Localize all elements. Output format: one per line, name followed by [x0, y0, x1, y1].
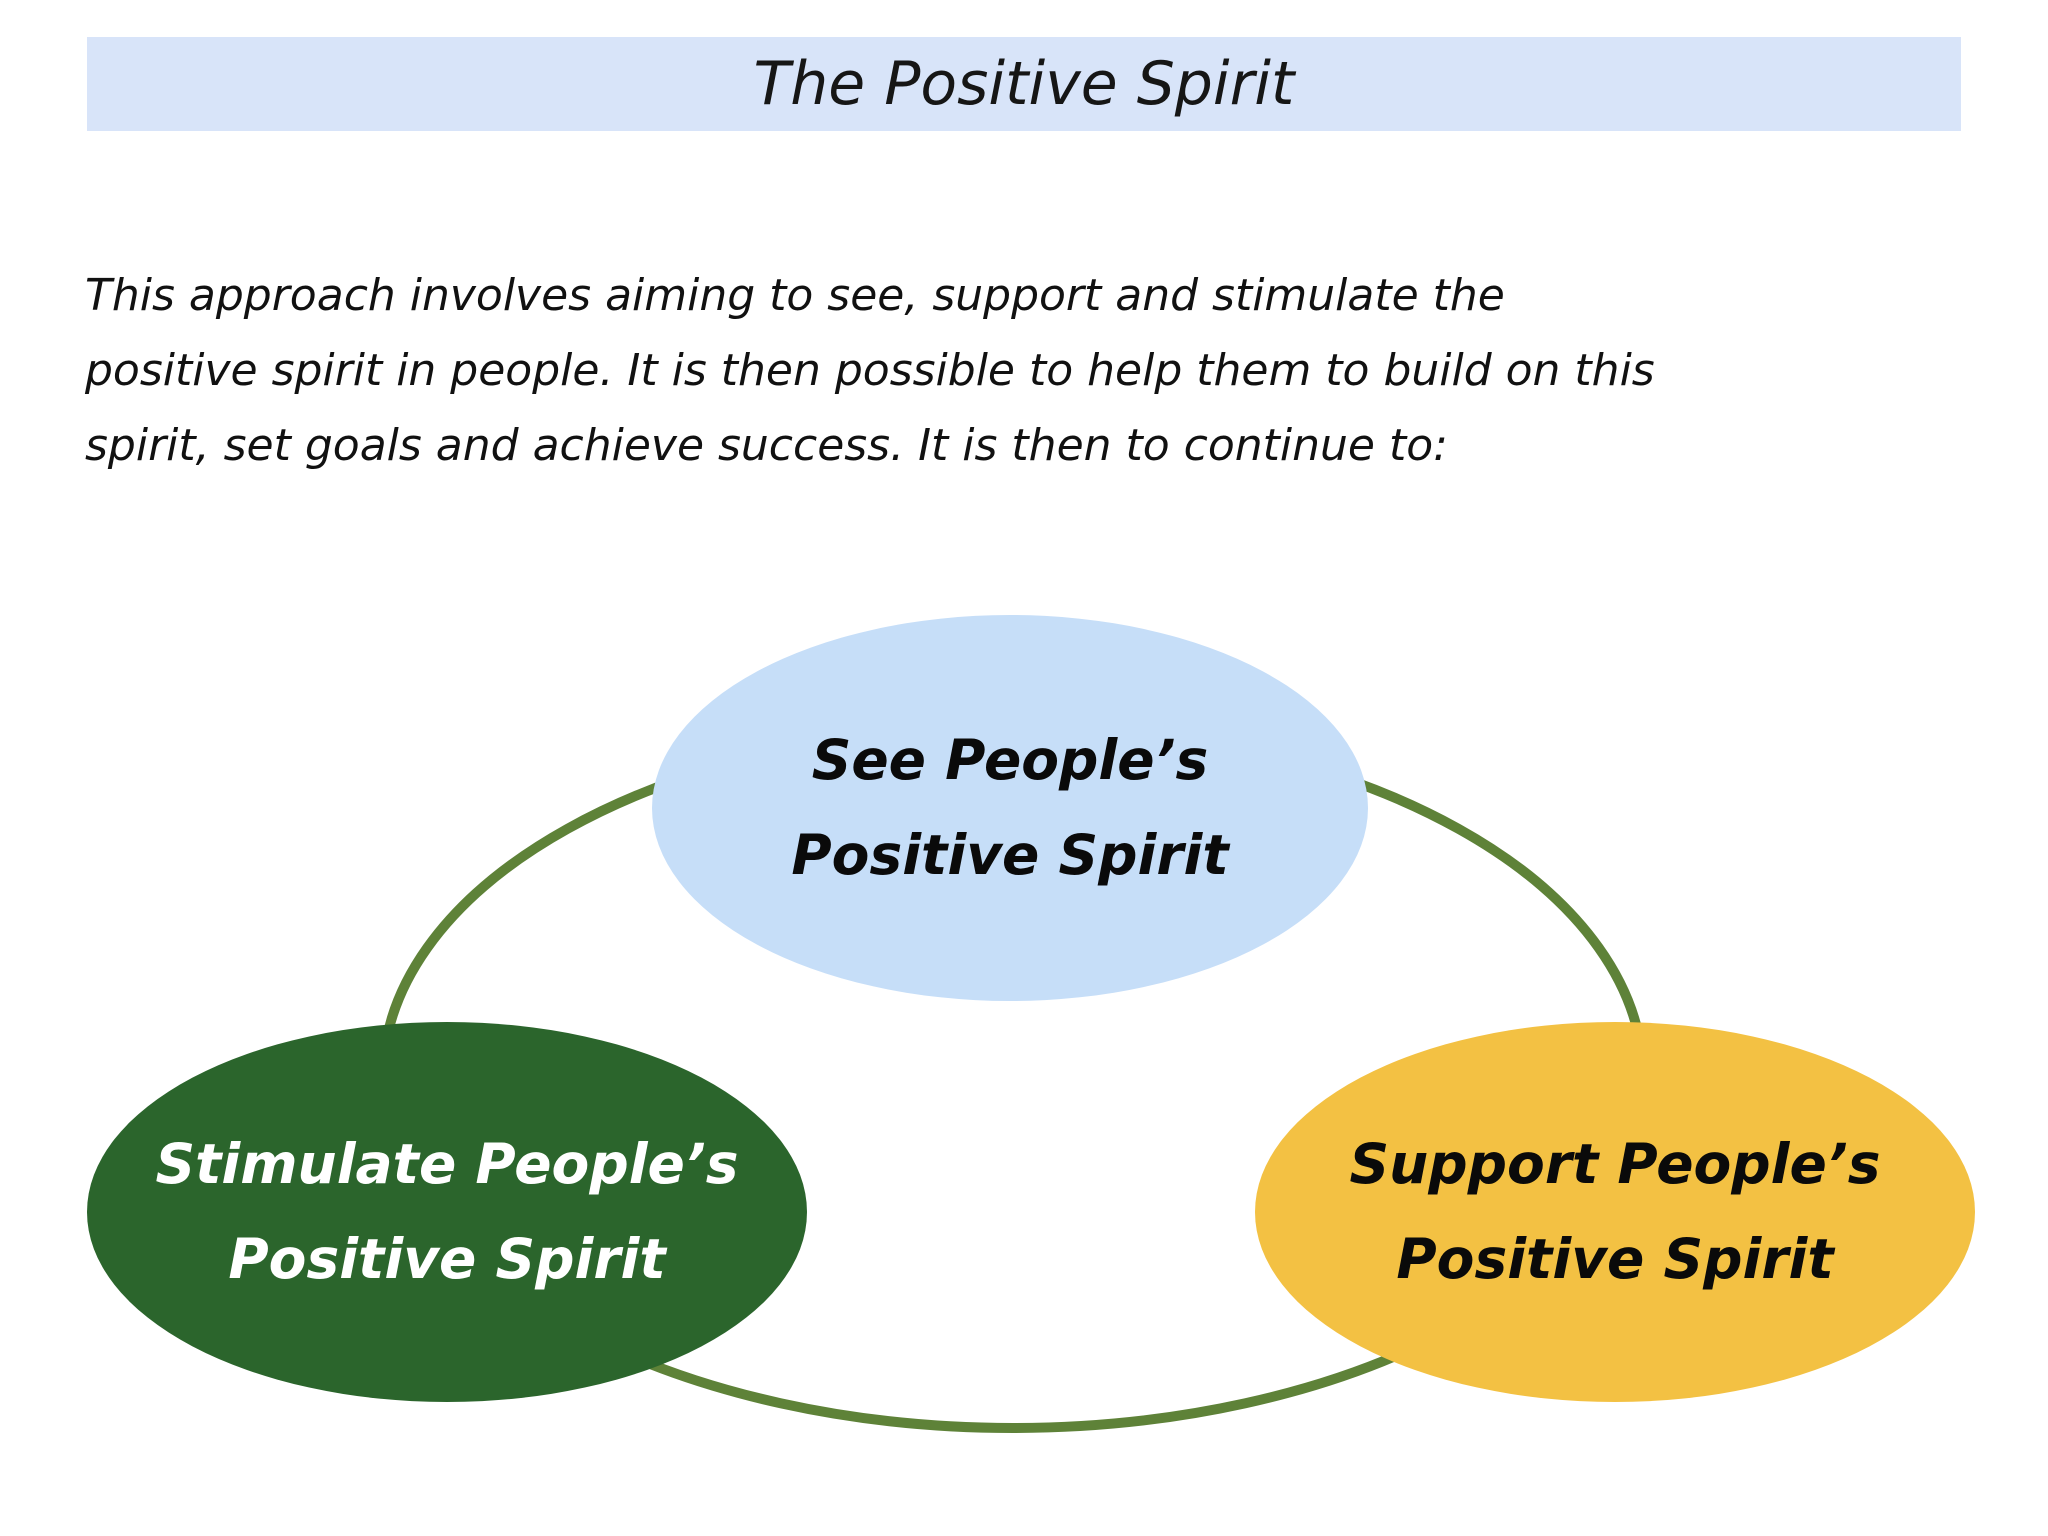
intro-line-2: positive spirit in people. It is then po… [85, 345, 1655, 396]
ellipse-support [1255, 1022, 1975, 1402]
ellipse-stimulate [87, 1022, 807, 1402]
node-label-support: Support People’s Positive Spirit [1215, 1117, 2015, 1307]
node-label-stimulate: Stimulate People’s Positive Spirit [47, 1117, 847, 1307]
intro-line-3: spirit, set goals and achieve success. I… [85, 420, 1448, 471]
node-support-line-2: Positive Spirit [1396, 1227, 1834, 1291]
node-see-line-2: Positive Spirit [791, 823, 1229, 887]
intro-line-1: This approach involves aiming to see, su… [85, 270, 1505, 321]
ellipse-see [652, 615, 1368, 1001]
node-stimulate-line-1: Stimulate People’s [155, 1132, 739, 1196]
node-see-line-1: See People’s [811, 728, 1209, 792]
page-title: The Positive Spirit [753, 49, 1295, 119]
intro-paragraph: This approach involves aiming to see, su… [85, 258, 1985, 483]
node-stimulate-line-2: Positive Spirit [228, 1227, 666, 1291]
node-label-see: See People’s Positive Spirit [610, 713, 1410, 903]
title-banner: The Positive Spirit [87, 37, 1961, 131]
node-support-line-1: Support People’s [1349, 1132, 1881, 1196]
